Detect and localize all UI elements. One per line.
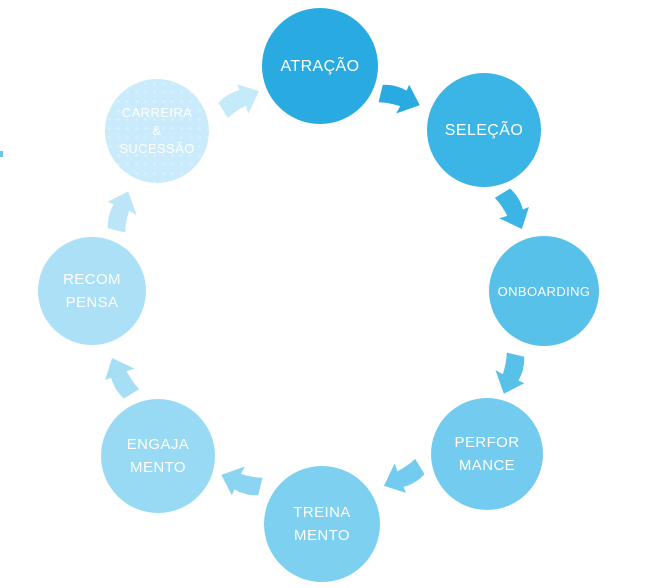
- step-label-line: SELEÇÃO: [444, 121, 524, 139]
- step-label-line: CARREIRA: [121, 105, 193, 120]
- cycle-step-atracao: ATRAÇÃO: [262, 8, 378, 124]
- arrow-performance-to-treinamento-icon: [377, 454, 428, 500]
- cycle-step-performance: PERFOR MANCE: [431, 398, 543, 510]
- step-label-line: MENTO: [294, 527, 350, 544]
- cropped-shape-artifact: [0, 151, 3, 157]
- arrow-engajamento-to-recompensa-icon: [98, 351, 144, 402]
- step-label-line: SUCESSÃO: [119, 141, 195, 156]
- arrow-shape: [107, 191, 137, 233]
- arrow-atracao-to-selecao-icon: [374, 75, 425, 121]
- cycle-step-recompensa: RECOM PENSA: [38, 237, 146, 345]
- step-label-line: PERFOR: [454, 434, 520, 451]
- step-label-line: ATRAÇÃO: [280, 57, 360, 75]
- arrow-treinamento-to-engajamento-icon: [215, 459, 266, 505]
- step-label-line: RECOM: [63, 271, 121, 288]
- arrow-carreira-to-atracao-icon: [214, 77, 265, 123]
- step-label-line: MANCE: [458, 457, 516, 474]
- step-label-line: MENTO: [130, 459, 186, 476]
- step-label-line: &: [152, 123, 162, 138]
- arrow-shape: [105, 357, 140, 399]
- step-label-line: TREINA: [293, 504, 351, 521]
- cycle-step-selecao: SELEÇÃO: [427, 73, 541, 187]
- cycle-step-carreira-sucessao: CARREIRA & SUCESSÃO: [105, 79, 209, 183]
- arrow-shape: [494, 188, 529, 230]
- arrow-selecao-to-onboarding-icon: [490, 184, 536, 235]
- step-label-line: PENSA: [65, 294, 119, 311]
- arrow-shape: [218, 84, 260, 119]
- cycle-step-treinamento: TREINA MENTO: [264, 466, 380, 582]
- arrow-onboarding-to-performance-icon: [488, 348, 534, 399]
- cycle-step-engajamento: ENGAJA MENTO: [101, 399, 215, 513]
- arrow-recompensa-to-carreira-icon: [98, 185, 144, 236]
- arrow-shape: [221, 466, 263, 496]
- arrow-shape: [495, 352, 525, 394]
- arrow-shape: [378, 84, 420, 114]
- step-label-line: ONBOARDING: [497, 283, 591, 299]
- arrow-shape: [383, 458, 425, 493]
- cycle-step-onboarding: ONBOARDING: [489, 236, 599, 346]
- step-label-line: ENGAJA: [126, 436, 190, 453]
